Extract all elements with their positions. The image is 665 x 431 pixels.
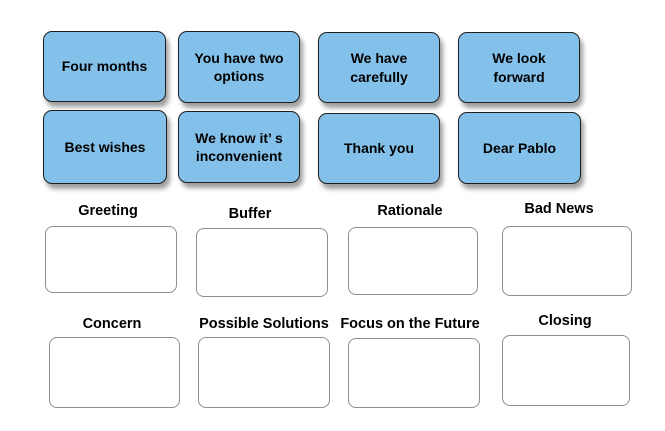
card-we-know-its-inconvenient[interactable]: We know it’ s inconvenient <box>178 111 300 183</box>
card-we-look-forward[interactable]: We look forward <box>458 32 580 103</box>
dropzone-label-buffer: Buffer <box>228 206 272 222</box>
dropzone-label-bad-news: Bad News <box>524 201 594 217</box>
card-label: Best wishes <box>64 138 146 155</box>
card-label: Thank you <box>343 140 414 157</box>
card-label: Dear Pablo <box>482 139 557 156</box>
dropzone-label-rationale: Rationale <box>377 203 443 219</box>
dropzone-possible-solutions[interactable] <box>198 337 330 408</box>
card-label: You have two options <box>194 49 284 84</box>
dropzone-concern[interactable] <box>49 337 180 408</box>
card-label: We look forward <box>492 50 546 85</box>
dropzone-focus-on-the-future[interactable] <box>348 338 480 408</box>
dropzone-label-concern: Concern <box>82 316 142 332</box>
dropzone-label-closing: Closing <box>538 313 592 329</box>
card-label: We know it’ s inconvenient <box>195 129 283 164</box>
dropzone-rationale[interactable] <box>348 227 478 295</box>
dropzone-greeting[interactable] <box>45 226 177 293</box>
card-dear-pablo[interactable]: Dear Pablo <box>458 112 581 184</box>
dropzone-label-greeting: Greeting <box>78 203 138 219</box>
dropzone-bad-news[interactable] <box>502 226 632 296</box>
card-you-have-two-options[interactable]: You have two options <box>178 31 300 103</box>
card-label: We have carefully <box>350 50 408 85</box>
dropzone-label-possible-solutions: Possible Solutions <box>199 316 329 332</box>
dropzone-buffer[interactable] <box>196 228 328 297</box>
dropzone-closing[interactable] <box>502 335 630 406</box>
card-we-have-carefully[interactable]: We have carefully <box>318 32 440 103</box>
card-label: Four months <box>61 58 148 75</box>
card-best-wishes[interactable]: Best wishes <box>43 110 167 184</box>
card-four-months[interactable]: Four months <box>43 31 166 102</box>
dropzone-label-focus-on-the-future: Focus on the Future <box>340 316 480 332</box>
card-thank-you[interactable]: Thank you <box>318 113 440 184</box>
